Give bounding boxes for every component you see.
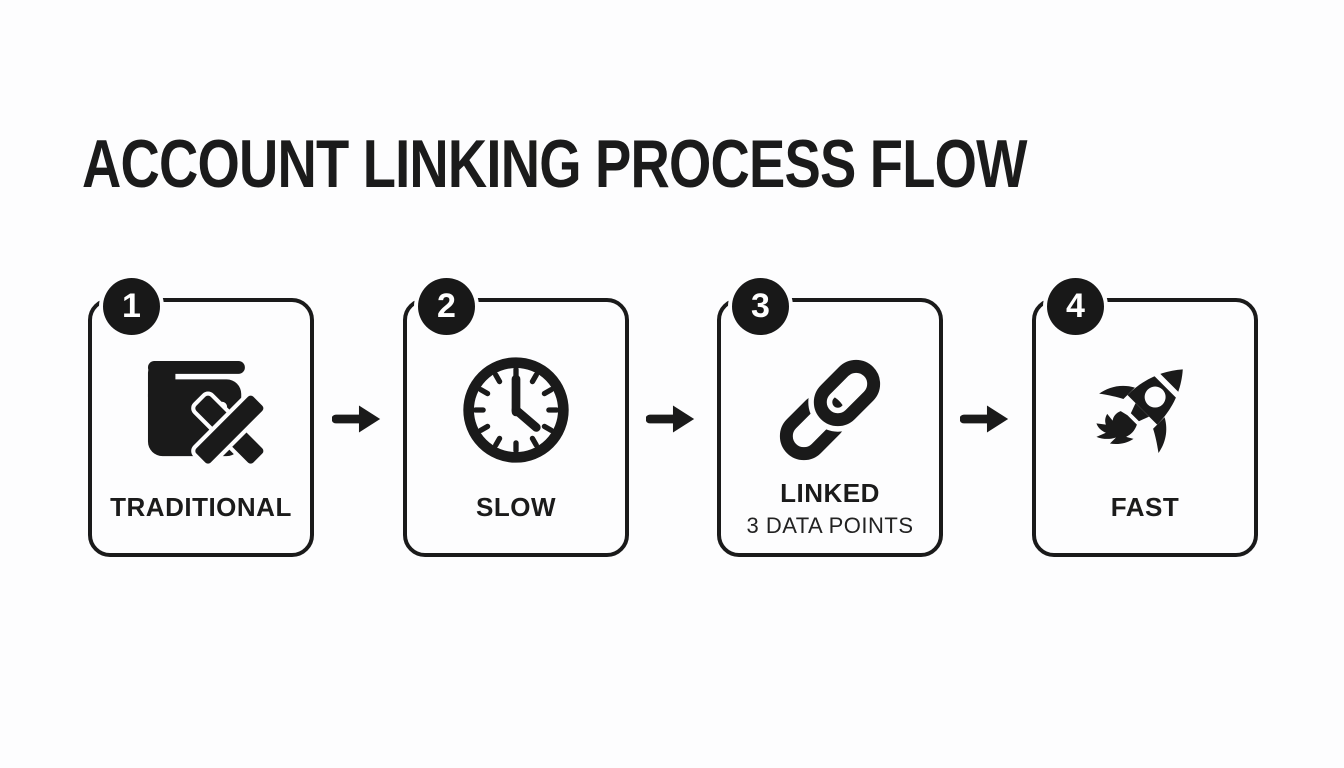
arrow-right-icon (646, 401, 698, 437)
step-number: 2 (437, 287, 456, 325)
wallet-crossed-icon (92, 342, 310, 477)
step-number: 3 (751, 287, 770, 325)
arrow-right-icon (960, 401, 1012, 437)
step-linked: 3 LINKED 3 DATA POINTS (717, 278, 943, 557)
step-traditional: 1 TRADITIONAL (88, 278, 314, 557)
page-title: ACCOUNT LINKING PROCESS FLOW (82, 126, 1027, 202)
chain-link-icon (721, 342, 939, 477)
step-number-badge: 3 (732, 278, 789, 335)
step-slow: 2 (403, 278, 629, 557)
process-flow: 1 TRADITIONAL (88, 278, 1258, 558)
step-sublabel: 3 DATA POINTS (746, 513, 914, 538)
step-label: SLOW (476, 492, 556, 522)
clock-icon (407, 342, 625, 477)
step-number: 4 (1066, 287, 1085, 325)
step-number-badge: 4 (1047, 278, 1104, 335)
step-fast: 4 FAST (1032, 278, 1258, 557)
step-number: 1 (122, 287, 141, 325)
arrow-right-icon (332, 401, 384, 437)
step-number-badge: 2 (418, 278, 475, 335)
step-number-badge: 1 (103, 278, 160, 335)
step-label: FAST (1110, 492, 1180, 522)
step-label: TRADITIONAL (110, 492, 292, 522)
step-label: LINKED (780, 478, 880, 508)
rocket-icon (1036, 342, 1254, 477)
